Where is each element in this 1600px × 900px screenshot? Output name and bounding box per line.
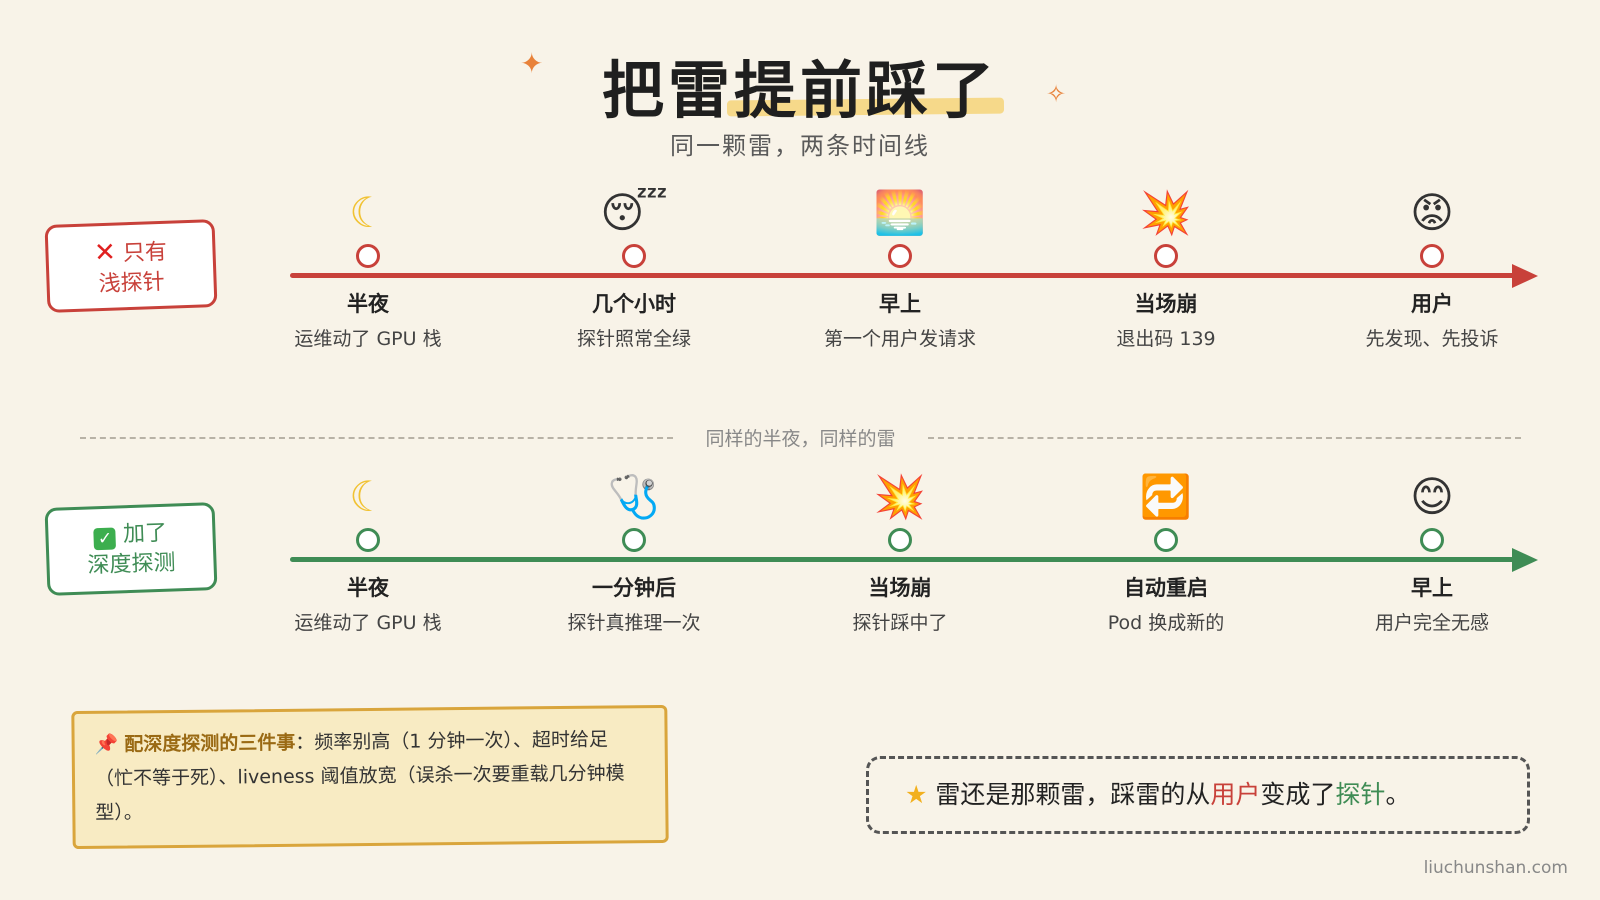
timeline-node <box>356 528 380 552</box>
pushpin-icon: 📌 <box>94 733 119 756</box>
repeat-icon: 🔁 <box>1139 472 1193 521</box>
event-title: 当场崩 <box>1134 292 1198 316</box>
badge-line1: 加了 <box>122 520 168 548</box>
timeline-event: ☾ 半夜 运维动了 GPU 栈 <box>258 188 478 351</box>
sleeping-face-icon: 😴 <box>600 188 668 237</box>
sunrise-icon: 🌅 <box>873 188 927 237</box>
event-desc: 运维动了 GPU 栈 <box>294 612 442 634</box>
timeline-event: 💥 当场崩 探针踩中了 <box>790 472 1010 635</box>
timeline-event: 🌅 早上 第一个用户发请求 <box>790 188 1010 351</box>
timeline-node <box>622 244 646 268</box>
callout-text-middle: 变成了 <box>1260 780 1336 809</box>
smiling-face-icon: 😊 <box>1410 472 1454 521</box>
event-desc: 第一个用户发请求 <box>823 328 976 350</box>
timeline-node <box>1154 244 1178 268</box>
sparkle-outline-icon: ✧ <box>1046 80 1067 108</box>
event-desc: 探针踩中了 <box>852 612 948 634</box>
site-watermark: liuchunshan.com <box>1423 858 1568 878</box>
summary-callout: ★ 雷还是那颗雷，踩雷的从用户变成了探针。 <box>866 756 1530 834</box>
badge-line2: 浅探针 <box>98 269 166 298</box>
event-title: 自动重启 <box>1124 576 1208 600</box>
moon-icon: ☾ <box>349 472 387 521</box>
callout-text-end: 。 <box>1385 780 1411 809</box>
event-title: 半夜 <box>347 292 389 316</box>
event-desc: 探针真推理一次 <box>567 612 701 634</box>
event-desc: 退出码 139 <box>1116 328 1216 350</box>
badge-line1: 只有 <box>122 239 168 267</box>
timeline-node <box>356 244 380 268</box>
event-desc: Pod 换成新的 <box>1107 612 1225 634</box>
timeline-event: 🔁 自动重启 Pod 换成新的 <box>1056 472 1276 635</box>
tips-note: 📌 配深度探测的三件事：频率别高（1 分钟一次）、超时给足（忙不等于死）、liv… <box>71 704 669 850</box>
page-title: 把雷提前踩了 <box>601 54 998 127</box>
deep-probe-badge: ✓ 加了 深度探测 <box>44 502 218 596</box>
explosion-icon: 💥 <box>1139 188 1193 237</box>
page-subtitle: 同一颗雷，两条时间线 <box>670 132 930 160</box>
callout-highlight-probe: 探针 <box>1335 780 1386 809</box>
timeline-event: 😴 几个小时 探针照常全绿 <box>524 188 744 351</box>
cross-mark-icon: ✕ <box>93 237 117 269</box>
callout-highlight-user: 用户 <box>1210 780 1261 809</box>
timeline-node <box>888 244 912 268</box>
event-title: 早上 <box>879 292 921 316</box>
moon-icon: ☾ <box>349 188 387 237</box>
timeline-axis-bottom <box>290 557 1515 562</box>
event-desc: 用户完全无感 <box>1374 612 1489 634</box>
timeline-event: 💥 当场崩 退出码 139 <box>1056 188 1276 351</box>
timeline-event: ☾ 半夜 运维动了 GPU 栈 <box>258 472 478 635</box>
timeline-axis-top <box>290 273 1515 278</box>
timeline-node <box>1420 528 1444 552</box>
timeline-node <box>622 528 646 552</box>
event-title: 用户 <box>1411 292 1453 316</box>
arrowhead-top <box>1512 264 1538 288</box>
sparkle-icon: ✦ <box>520 47 544 80</box>
badge-line2: 深度探测 <box>87 550 176 579</box>
event-title: 早上 <box>1411 576 1453 600</box>
event-title: 几个小时 <box>592 292 676 316</box>
timeline-event: 🩺 一分钟后 探针真推理一次 <box>524 472 744 635</box>
note-lead: 配深度探测的三件事 <box>124 731 296 756</box>
angry-face-icon: 😡 <box>1410 188 1454 237</box>
stethoscope-icon: 🩺 <box>607 472 661 521</box>
divider-label: 同样的半夜，同样的雷 <box>705 428 896 450</box>
star-icon: ★ <box>905 780 928 809</box>
timeline-node <box>888 528 912 552</box>
timeline-node <box>1420 244 1444 268</box>
timeline-node <box>1154 528 1178 552</box>
shallow-probe-badge: ✕ 只有 浅探针 <box>44 219 218 313</box>
timeline-event: 😡 用户 先发现、先投诉 <box>1322 188 1542 351</box>
arrowhead-bottom <box>1512 548 1538 572</box>
divider-line-right <box>928 437 1521 439</box>
event-title: 半夜 <box>347 576 389 600</box>
event-desc: 先发现、先投诉 <box>1365 328 1499 350</box>
callout-text-before: 雷还是那颗雷，踩雷的从 <box>935 780 1211 809</box>
check-mark-icon: ✓ <box>93 527 117 551</box>
explosion-icon: 💥 <box>873 472 927 521</box>
divider-line-left <box>80 437 673 439</box>
event-desc: 探针照常全绿 <box>576 328 691 350</box>
timeline-event: 😊 早上 用户完全无感 <box>1322 472 1542 635</box>
event-desc: 运维动了 GPU 栈 <box>294 328 442 350</box>
event-title: 当场崩 <box>868 576 932 600</box>
event-title: 一分钟后 <box>592 576 676 600</box>
